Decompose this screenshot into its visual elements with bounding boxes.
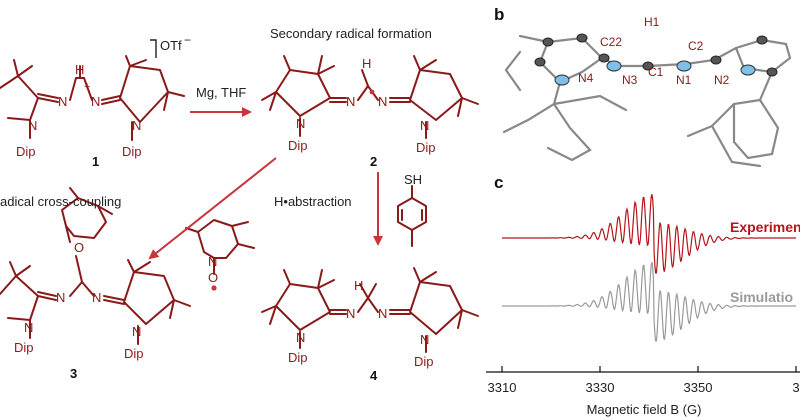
legend-experimental: Experimenta — [730, 219, 800, 235]
atom-label-c1: C1 — [648, 65, 664, 79]
crystal-structure — [502, 34, 792, 168]
atom-h-2: H — [362, 56, 371, 71]
radical-dot-2 — [369, 89, 375, 95]
thiophenol-structure — [397, 185, 427, 247]
series-line-experimental — [502, 194, 796, 274]
counterion: OTf — [160, 38, 182, 53]
atom-label-n4: N4 — [578, 71, 594, 85]
atom-n-2c: N — [296, 116, 305, 131]
x-tick-label: 3 — [792, 380, 799, 395]
dip-1a: Dip — [16, 144, 36, 159]
compound-label-1: 1 — [92, 154, 99, 169]
atom-n-1b: N — [91, 94, 100, 109]
dip-1b: Dip — [122, 144, 142, 159]
dip-2a: Dip — [288, 138, 308, 153]
atom-n-3c: N — [24, 320, 33, 335]
atom-n-3a: N — [56, 290, 65, 305]
atom-label-n1: N1 — [676, 73, 692, 87]
dip-2b: Dip — [416, 140, 436, 155]
atom-n-4b: N — [378, 306, 387, 321]
compound-4-structure — [261, 267, 479, 353]
atom-n-3d: N — [132, 324, 141, 339]
atom-label-n2: N2 — [714, 73, 730, 87]
atom-n-2b: N — [378, 94, 387, 109]
x-axis-ticks: 3310 3330 3350 3 — [488, 366, 800, 395]
x-tick-label: 3350 — [684, 380, 713, 395]
arrow-cross-coupling — [148, 157, 277, 260]
panel-a-scheme — [0, 55, 479, 353]
atom-o-3: O — [74, 240, 84, 255]
legend-simulation: Simulatio — [730, 289, 793, 305]
atom-n-4d: N — [420, 332, 429, 347]
plus-charge: + — [84, 81, 90, 93]
panel-c-letter: c — [494, 173, 503, 192]
step4-title: adical cross-coupling — [0, 194, 121, 209]
thiol-label: SH — [404, 172, 422, 187]
compound-label-4: 4 — [370, 368, 378, 383]
atom-n-1d: N — [132, 118, 141, 133]
dip-4a: Dip — [288, 350, 308, 365]
counterion-charge: − — [184, 33, 191, 47]
x-axis-label: Magnetic field B (G) — [587, 402, 702, 417]
step3-title: H•abstraction — [274, 194, 352, 209]
dip-3a: Dip — [14, 340, 34, 355]
panel-b-letter: b — [494, 5, 504, 24]
series-line-simulation — [502, 262, 796, 342]
compound-label-2: 2 — [370, 154, 377, 169]
atom-h-4: H — [354, 278, 363, 293]
atom-label-h1: H1 — [644, 15, 660, 29]
radical-dot-tempo — [211, 285, 217, 291]
atom-n-3b: N — [92, 290, 101, 305]
compound-3-structure — [0, 187, 191, 345]
x-tick-label: 3310 — [488, 380, 517, 395]
step2-title: Secondary radical formation — [270, 26, 432, 41]
atom-n-1c: N — [28, 118, 37, 133]
atom-n-2d: N — [420, 118, 429, 133]
dip-4b: Dip — [414, 354, 434, 369]
counterion-bracket — [150, 39, 157, 58]
atom-n-tempo: N — [208, 254, 217, 269]
atom-n-4c: N — [296, 330, 305, 345]
dip-3b: Dip — [124, 346, 144, 361]
compound-1-structure — [0, 55, 185, 141]
atoms-layer — [534, 33, 778, 86]
atom-n-4a: N — [346, 306, 355, 321]
x-tick-label: 3330 — [586, 380, 615, 395]
atom-n-2a: N — [346, 94, 355, 109]
atom-label-n3: N3 — [622, 73, 638, 87]
atom-n-1a: N — [58, 94, 67, 109]
atom-label-c22: C22 — [600, 35, 622, 49]
atom-label-c2: C2 — [688, 39, 704, 53]
atom-o-tempo: O — [208, 270, 218, 285]
compound-label-3: 3 — [70, 366, 77, 381]
tempo-structure — [185, 219, 255, 275]
reagent-mg-thf: Mg, THF — [196, 85, 246, 100]
atom-h-1: H — [75, 62, 84, 77]
compound-2-structure — [261, 55, 479, 139]
